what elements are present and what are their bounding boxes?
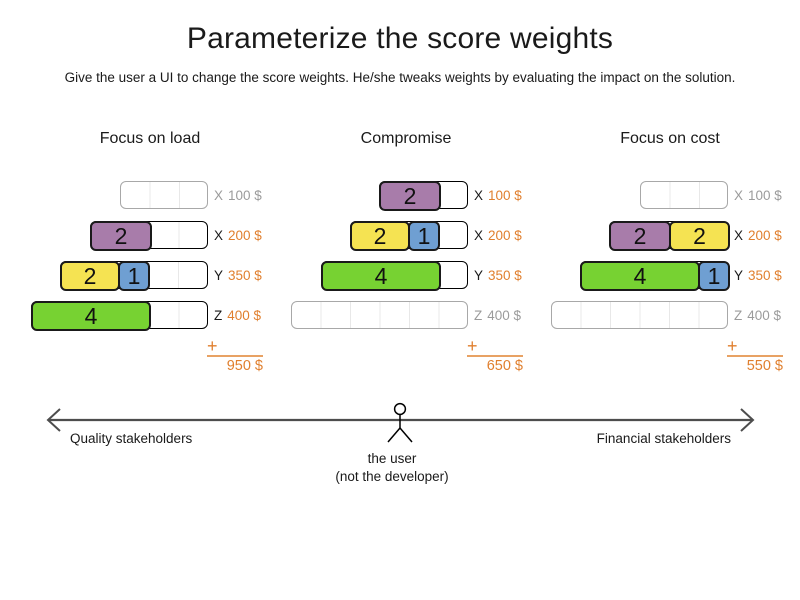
weight-block-blue: 1 bbox=[408, 221, 440, 251]
weight-bar: 2 1 bbox=[60, 261, 208, 291]
block-value: 2 bbox=[114, 222, 128, 249]
weight-block-purple: 2 bbox=[90, 221, 152, 251]
constraint-price: 200 $ bbox=[748, 228, 782, 243]
weight-bar bbox=[291, 301, 468, 329]
plus-sign: + bbox=[727, 336, 738, 356]
total-amount: 650 $ bbox=[486, 358, 523, 374]
sum-line bbox=[207, 355, 263, 357]
constraint-price: 100 $ bbox=[228, 188, 262, 203]
weight-bar: 2 2 bbox=[609, 221, 730, 251]
constraint-price: 350 $ bbox=[748, 268, 782, 283]
left-arrowhead-icon bbox=[46, 408, 61, 432]
constraint-letter: X bbox=[214, 228, 224, 243]
stakeholder-axis-arrow bbox=[46, 402, 755, 443]
row-label: Y 350 $ bbox=[214, 268, 262, 283]
block-value: 4 bbox=[633, 262, 647, 289]
weight-bar: 4 bbox=[31, 301, 208, 331]
constraint-letter: X bbox=[734, 228, 744, 243]
weight-block-green: 4 bbox=[31, 301, 151, 331]
column-heading: Focus on cost bbox=[620, 130, 720, 147]
constraint-price: 400 $ bbox=[487, 308, 522, 323]
row-label: X 100 $ bbox=[214, 188, 262, 203]
row-label: X 100 $ bbox=[734, 188, 782, 203]
plus-sign: + bbox=[207, 336, 218, 356]
page-title: Parameterize the score weights bbox=[186, 22, 614, 55]
row-label: Y 350 $ bbox=[474, 268, 522, 283]
constraint-letter: X bbox=[474, 228, 484, 243]
constraint-letter: X bbox=[474, 188, 484, 203]
weight-block-purple: 2 bbox=[379, 181, 441, 211]
row-label: Z 400 $ bbox=[734, 308, 781, 323]
sum-line bbox=[727, 355, 783, 357]
constraint-letter: X bbox=[734, 188, 744, 203]
plus-sign: + bbox=[467, 336, 478, 356]
weight-bar: 2 bbox=[379, 181, 468, 211]
constraint-letter: Z bbox=[474, 308, 483, 323]
constraint-letter: Y bbox=[734, 268, 744, 283]
constraint-price: 350 $ bbox=[488, 268, 522, 283]
axis-center-label-line2: (not the developer) bbox=[335, 469, 449, 484]
constraint-letter: Z bbox=[214, 308, 223, 323]
row-label: Z 400 $ bbox=[474, 308, 521, 323]
weight-block-yellow: 2 bbox=[669, 221, 730, 251]
block-value: 1 bbox=[417, 222, 431, 249]
constraint-price: 350 $ bbox=[228, 268, 262, 283]
block-value: 2 bbox=[693, 222, 706, 249]
weight-bar bbox=[640, 181, 728, 209]
block-value: 2 bbox=[633, 222, 647, 249]
weight-bar: 4 1 bbox=[580, 261, 730, 291]
block-value: 4 bbox=[374, 262, 388, 289]
block-value: 2 bbox=[83, 262, 97, 289]
column-heading: Focus on load bbox=[99, 130, 201, 147]
weight-block-green: 4 bbox=[580, 261, 700, 291]
axis-left-label: Quality stakeholders bbox=[70, 431, 193, 446]
constraint-price: 100 $ bbox=[748, 188, 782, 203]
block-value: 2 bbox=[373, 222, 387, 249]
weight-bar bbox=[120, 181, 208, 209]
constraint-price: 200 $ bbox=[488, 228, 522, 243]
weight-block-yellow: 2 bbox=[60, 261, 120, 291]
total-amount: 950 $ bbox=[226, 358, 263, 374]
block-value: 2 bbox=[403, 182, 417, 209]
row-label: Y 350 $ bbox=[734, 268, 782, 283]
constraint-price: 100 $ bbox=[488, 188, 522, 203]
weight-block-green: 4 bbox=[321, 261, 441, 291]
axis-center-label-line1: the user bbox=[367, 451, 417, 466]
constraint-letter: Y bbox=[214, 268, 224, 283]
block-value: 1 bbox=[707, 262, 721, 289]
constraint-price: 200 $ bbox=[228, 228, 262, 243]
constraint-letter: Y bbox=[474, 268, 484, 283]
row-label: Z 400 $ bbox=[214, 308, 261, 323]
constraint-letter: X bbox=[214, 188, 224, 203]
sum-line bbox=[467, 355, 523, 357]
total-amount: 550 $ bbox=[746, 358, 783, 374]
weight-bar: 2 1 bbox=[350, 221, 468, 251]
row-label: X 100 $ bbox=[474, 188, 522, 203]
right-arrowhead-icon bbox=[740, 408, 755, 432]
user-stick-figure-icon bbox=[387, 402, 413, 443]
weight-block-blue: 1 bbox=[698, 261, 730, 291]
row-label: X 200 $ bbox=[214, 228, 262, 243]
weight-bar: 4 bbox=[321, 261, 468, 291]
weight-bar bbox=[551, 301, 728, 329]
constraint-price: 400 $ bbox=[747, 308, 782, 323]
row-label: X 200 $ bbox=[734, 228, 782, 243]
weight-block-purple: 2 bbox=[609, 221, 671, 251]
column-heading: Compromise bbox=[360, 130, 452, 147]
row-label: X 200 $ bbox=[474, 228, 522, 243]
weight-block-blue: 1 bbox=[118, 261, 150, 291]
weight-bar: 2 bbox=[90, 221, 208, 251]
constraint-letter: Z bbox=[734, 308, 743, 323]
block-value: 1 bbox=[127, 262, 141, 289]
weight-block-yellow: 2 bbox=[350, 221, 410, 251]
page-subtitle: Give the user a UI to change the score w… bbox=[64, 70, 736, 85]
constraint-price: 400 $ bbox=[227, 308, 262, 323]
axis-right-label: Financial stakeholders bbox=[596, 431, 731, 446]
block-value: 4 bbox=[84, 302, 98, 329]
